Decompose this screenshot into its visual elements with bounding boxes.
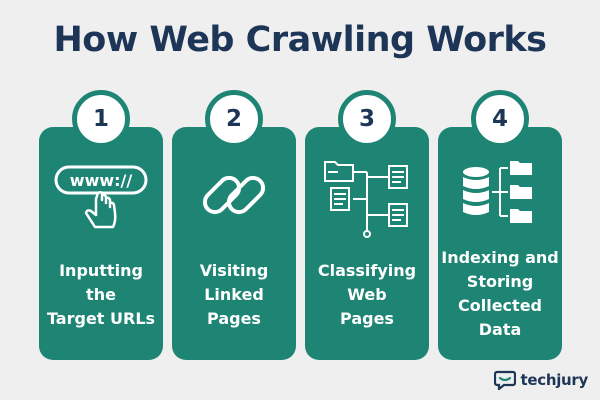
www-click-icon: www:// xyxy=(39,155,163,235)
step-card-2 xyxy=(172,127,296,360)
step-badge-4: 4 xyxy=(471,90,529,148)
step-badge-1: 1 xyxy=(72,90,130,148)
step-card-4 xyxy=(438,127,562,360)
folder-tree-icon xyxy=(305,152,429,238)
database-folders-icon xyxy=(438,150,562,230)
step-badge-2: 2 xyxy=(205,90,263,148)
link-chain-icon xyxy=(172,155,296,235)
brand-logo: techjury xyxy=(494,370,588,390)
page-title: How Web Crawling Works xyxy=(53,20,547,60)
chat-bubble-logo-icon xyxy=(494,370,517,390)
step-badge-3: 3 xyxy=(338,90,396,148)
brand-name: techjury xyxy=(520,371,588,389)
www-text: www:// xyxy=(70,171,133,190)
